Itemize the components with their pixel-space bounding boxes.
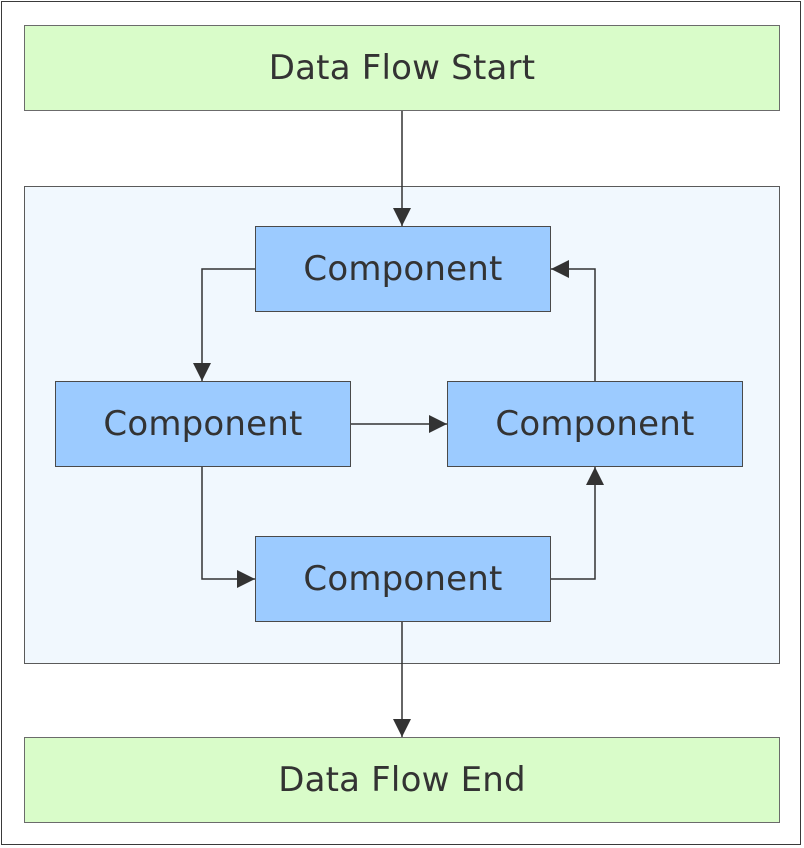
component-bottom-label: Component <box>303 559 503 599</box>
component-right-label: Component <box>495 404 695 444</box>
component-left: Component <box>55 381 351 467</box>
component-right: Component <box>447 381 743 467</box>
data-flow-start-box: Data Flow Start <box>24 25 780 111</box>
data-flow-end-label: Data Flow End <box>278 760 526 800</box>
data-flow-end-box: Data Flow End <box>24 737 780 823</box>
component-bottom: Component <box>255 536 551 622</box>
data-flow-start-label: Data Flow Start <box>268 48 536 88</box>
component-top: Component <box>255 226 551 312</box>
component-top-label: Component <box>303 249 503 289</box>
component-left-label: Component <box>103 404 303 444</box>
